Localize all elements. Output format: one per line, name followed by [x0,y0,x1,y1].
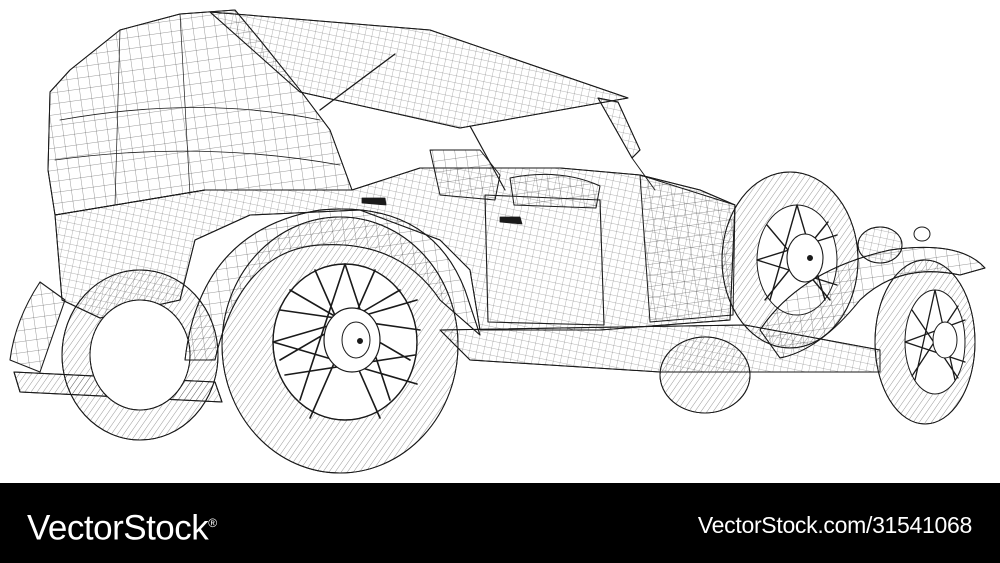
car-wheel-rear-left [61,269,219,441]
brand-name: VectorStock [27,508,209,548]
car-front-fender [759,246,986,359]
car-body [54,149,736,331]
car-wheel-rear-right [221,216,459,474]
car-wheel-front-left [659,336,751,414]
registered-mark: ® [208,516,217,530]
car-wheel-front-right [874,259,976,425]
car-headlamp [857,226,931,264]
stock-image-id: VectorStock.com/31541068 [697,512,972,538]
watermark-bar: VectorStock® VectorStock.com/31541068 [0,483,1000,563]
vectorstock-logo: VectorStock® [27,503,217,549]
wireframe-vintage-car-illustration [9,9,986,474]
